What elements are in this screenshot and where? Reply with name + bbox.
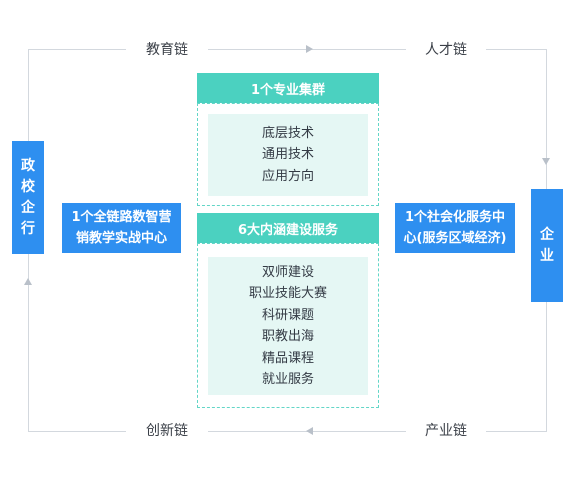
loop-right-line-top bbox=[546, 49, 547, 189]
services-item: 精品课程 bbox=[261, 350, 314, 366]
arrow-left-icon bbox=[306, 427, 313, 435]
loop-left-line-top bbox=[28, 49, 29, 141]
services-items-panel: 双师建设 职业技能大赛 科研课题 职教出海 精品课程 就业服务 bbox=[208, 257, 368, 395]
services-item: 就业服务 bbox=[261, 372, 314, 387]
cluster-items-panel: 底层技术 通用技术 应用方向 bbox=[208, 114, 368, 196]
teaching-center-box: 1个全链路数智营 销教学实战中心 bbox=[62, 203, 181, 253]
arrow-up-icon bbox=[24, 278, 32, 285]
loop-bottom-right-line bbox=[486, 431, 547, 432]
cluster-item: 通用技术 bbox=[261, 147, 314, 163]
services-header: 6大内涵建设服务 bbox=[197, 213, 379, 243]
services-item: 双师建设 bbox=[261, 264, 314, 280]
service-center-box: 1个社会化服务中 心(服务区域经济) bbox=[395, 203, 515, 253]
cluster-item: 底层技术 bbox=[261, 125, 314, 141]
chain-label-talent: 人才链 bbox=[425, 42, 467, 58]
chain-label-education: 教育链 bbox=[146, 42, 188, 58]
side-box-government-school: 政 校 企 行 bbox=[12, 141, 44, 254]
cluster-header: 1个专业集群 bbox=[197, 73, 379, 103]
services-item: 职教出海 bbox=[261, 329, 314, 344]
loop-top-right-line bbox=[486, 49, 547, 50]
services-item: 职业技能大赛 bbox=[248, 286, 327, 301]
side-box-enterprise-label: 企 业 bbox=[540, 226, 554, 264]
service-center-label: 1个社会化服务中 心(服务区域经济) bbox=[403, 210, 507, 246]
services-item: 科研课题 bbox=[261, 307, 314, 323]
cluster-title: 1个专业集群 bbox=[250, 82, 326, 98]
loop-right-line-bottom bbox=[546, 302, 547, 432]
side-box-enterprise: 企 业 bbox=[531, 189, 563, 302]
chain-label-industry: 产业链 bbox=[425, 423, 467, 439]
chain-label-innovation: 创新链 bbox=[146, 423, 188, 439]
cluster-item: 应用方向 bbox=[261, 168, 314, 184]
arrow-down-icon bbox=[542, 158, 550, 165]
loop-left-line-bottom bbox=[28, 254, 29, 432]
loop-bottom-left-line bbox=[28, 431, 126, 432]
arrow-right-icon bbox=[306, 45, 313, 53]
teaching-center-label: 1个全链路数智营 销教学实战中心 bbox=[71, 210, 172, 246]
services-title: 6大内涵建设服务 bbox=[237, 222, 339, 238]
cluster-dashed-frame bbox=[197, 103, 379, 206]
services-dashed-frame bbox=[197, 243, 379, 408]
side-box-government-school-label: 政 校 企 行 bbox=[21, 157, 35, 237]
loop-top-left-line bbox=[28, 49, 126, 50]
